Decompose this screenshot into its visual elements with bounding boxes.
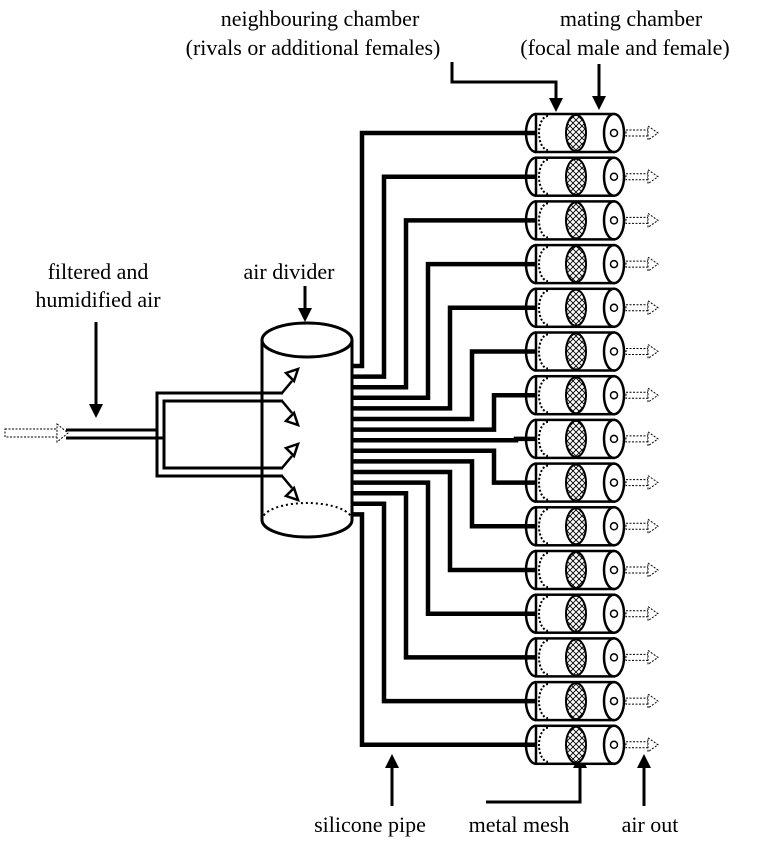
chamber-unit bbox=[524, 462, 659, 503]
metal-mesh bbox=[565, 507, 587, 546]
filtered-air-arrowhead bbox=[89, 404, 103, 418]
chamber-unit bbox=[524, 374, 659, 416]
silicone-pipe bbox=[352, 501, 536, 704]
mating-chamber-label: mating chamber bbox=[560, 6, 703, 31]
metal-mesh-label: metal mesh bbox=[469, 812, 570, 837]
metal-mesh bbox=[565, 725, 587, 764]
neighbouring-chamber-label: neighbouring chamber bbox=[221, 6, 420, 31]
silicone-pipe-arrowhead bbox=[385, 754, 399, 768]
chamber-unit bbox=[524, 156, 659, 197]
chamber-unit bbox=[524, 112, 659, 154]
silicone-pipe bbox=[352, 512, 536, 748]
silicone-pipe bbox=[352, 261, 536, 401]
silicone-pipe bbox=[352, 130, 536, 369]
inlet-air-arrow bbox=[4, 422, 69, 444]
silicone-pipe bbox=[352, 480, 536, 616]
silicone-pipe-label: silicone pipe bbox=[314, 812, 426, 837]
air-divider-label: air divider bbox=[243, 259, 335, 284]
chamber-stack bbox=[524, 112, 659, 766]
silicone-pipe bbox=[352, 392, 536, 432]
mating-chamber-sublabel: (focal male and female) bbox=[520, 35, 729, 60]
silicone-pipe bbox=[352, 349, 536, 422]
silicone-pipes bbox=[352, 130, 536, 748]
inlet-tube bbox=[66, 391, 283, 478]
metal-mesh bbox=[565, 245, 587, 284]
silicone-pipe bbox=[352, 218, 536, 390]
silicone-pipe bbox=[352, 174, 536, 379]
chamber-unit bbox=[524, 637, 659, 678]
neighbouring-arrowhead bbox=[549, 98, 563, 112]
metal-mesh bbox=[565, 288, 587, 327]
air-divider-arrowhead bbox=[298, 308, 312, 322]
lower-y-splitter bbox=[264, 442, 300, 502]
chamber-unit bbox=[524, 593, 659, 634]
chamber-unit bbox=[524, 200, 659, 241]
upper-y-splitter bbox=[264, 367, 300, 427]
silicone-pipe bbox=[352, 490, 536, 660]
metal-mesh bbox=[565, 376, 587, 415]
metal-mesh bbox=[565, 201, 587, 240]
air-out-label: air out bbox=[622, 812, 679, 837]
neighbouring-chamber-pointer bbox=[450, 62, 558, 100]
humidified-air-label: humidified air bbox=[35, 287, 161, 312]
chamber-unit bbox=[524, 724, 659, 766]
neighbouring-chamber-sublabel: (rivals or additional females) bbox=[186, 35, 441, 60]
chamber-unit bbox=[524, 418, 659, 460]
silicone-pipe bbox=[352, 459, 536, 529]
metal-mesh bbox=[565, 682, 587, 721]
chamber-unit bbox=[524, 287, 659, 329]
metal-mesh bbox=[565, 551, 587, 589]
metal-mesh bbox=[565, 594, 587, 633]
silicone-pipe bbox=[352, 448, 536, 485]
silicone-pipe bbox=[352, 469, 536, 573]
metal-mesh bbox=[565, 419, 587, 458]
bottom-pointers bbox=[390, 766, 646, 806]
metal-mesh bbox=[565, 114, 587, 152]
mating-arrowhead bbox=[592, 96, 606, 110]
chamber-unit bbox=[524, 243, 659, 285]
metal-mesh bbox=[565, 638, 587, 677]
chamber-unit bbox=[524, 331, 659, 372]
metal-mesh bbox=[565, 332, 587, 371]
filtered-air-label: filtered and bbox=[48, 259, 149, 284]
chamber-unit bbox=[524, 680, 659, 722]
metal-mesh bbox=[565, 463, 587, 502]
silicone-pipe bbox=[352, 436, 536, 443]
silicone-pipe bbox=[352, 305, 536, 411]
air-out-arrowhead bbox=[637, 754, 651, 768]
chamber-unit bbox=[524, 506, 659, 547]
metal-mesh bbox=[565, 157, 587, 196]
chamber-unit bbox=[524, 549, 659, 591]
air-divider-cylinder bbox=[260, 321, 354, 539]
